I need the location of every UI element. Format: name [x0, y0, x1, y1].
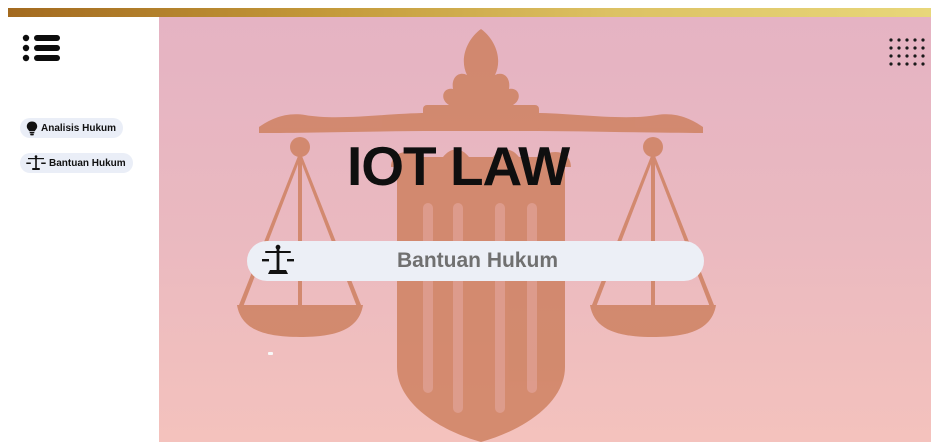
scales-icon	[262, 244, 294, 274]
sidebar-item-bantuan-hukum[interactable]: Bantuan Hukum	[20, 153, 133, 173]
sidebar-item-label: Analisis Hukum	[41, 122, 117, 134]
sidebar-item-label: Bantuan Hukum	[49, 157, 126, 169]
menu-button[interactable]	[22, 34, 64, 64]
search-bar-label: Bantuan Hukum	[396, 249, 558, 272]
dot-grid-icon	[889, 38, 925, 66]
scales-of-justice-icon	[159, 17, 931, 442]
lightbulb-icon	[26, 121, 38, 135]
page-title: IOT LAW	[347, 135, 570, 197]
bantuan-hukum-search-bar[interactable]: Bantuan Hukum	[247, 241, 704, 281]
header-accent-bar	[8, 8, 931, 17]
sidebar-item-analisis-hukum[interactable]: Analisis Hukum	[20, 118, 124, 138]
speck	[268, 352, 273, 355]
menu-list-icon	[22, 34, 60, 62]
sidebar	[0, 17, 159, 442]
hero-banner	[159, 17, 931, 442]
apps-grid-button[interactable]	[888, 37, 926, 69]
scales-icon	[26, 155, 46, 170]
